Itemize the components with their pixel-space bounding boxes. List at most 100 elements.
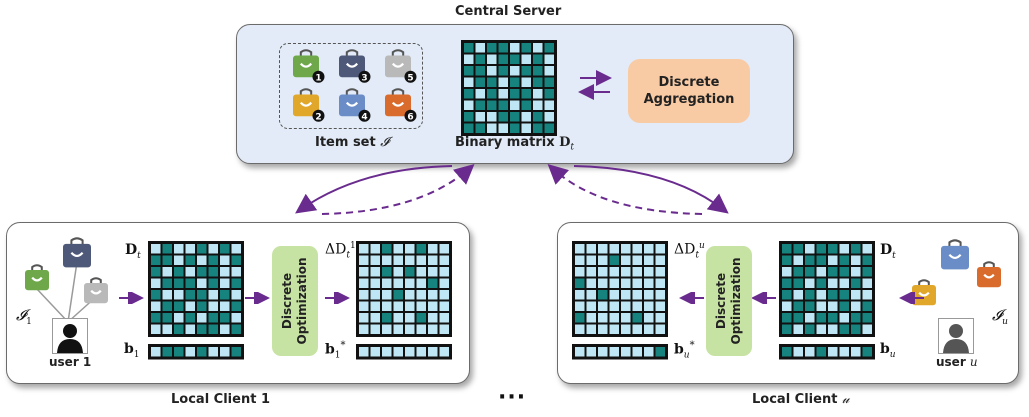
matrix-cell [416, 301, 426, 311]
matrix-cell [598, 301, 608, 311]
matrix-cell [644, 278, 654, 288]
matrix-cell [231, 267, 241, 277]
matrix-cell [475, 43, 485, 53]
matrix-cell [851, 324, 861, 334]
matrix-cell [498, 89, 508, 99]
matrix-cell [862, 244, 872, 254]
matrix-cell [621, 324, 631, 334]
matrix-cell [359, 267, 369, 277]
shopping-bag-icon: 3 [339, 49, 371, 83]
right-b-label: bu [880, 341, 896, 360]
matrix-cell [828, 267, 838, 277]
matrix-cell [162, 244, 172, 254]
left-opt-in-arrow [245, 292, 270, 304]
matrix-cell [839, 290, 849, 300]
matrix-cell [197, 290, 207, 300]
matrix-cell [598, 244, 608, 254]
shopping-bag-icon [63, 237, 91, 268]
matrix-cell [231, 255, 241, 265]
left-matrix-label: Dt [125, 242, 141, 261]
matrix-cell [533, 123, 543, 133]
matrix-cell [510, 43, 520, 53]
matrix-cell [805, 278, 815, 288]
matrix-cell [382, 255, 392, 265]
matrix-cell [655, 290, 665, 300]
matrix-cell [621, 290, 631, 300]
matrix-cell [782, 290, 792, 300]
matrix-cell [393, 290, 403, 300]
matrix-cell [782, 244, 792, 254]
item-number-badge [312, 70, 325, 83]
matrix-cell [416, 324, 426, 334]
matrix-cell [208, 244, 218, 254]
matrix-cell [405, 267, 415, 277]
matrix-cell [197, 301, 207, 311]
matrix-cell [416, 313, 426, 323]
matrix-cell [609, 255, 619, 265]
matrix-cell [816, 301, 826, 311]
matrix-cell [174, 301, 184, 311]
matrix-cell [862, 290, 872, 300]
matrix-cell [370, 278, 380, 288]
matrix-cell [793, 313, 803, 323]
matrix-cell [533, 100, 543, 110]
matrix-cell [544, 77, 554, 87]
matrix-cell [197, 324, 207, 334]
matrix-cell [220, 324, 230, 334]
matrix-cell [487, 112, 497, 122]
matrix-cell [782, 278, 792, 288]
matrix-cell [644, 324, 654, 334]
right-binary-vector [779, 344, 875, 360]
matrix-cell [586, 255, 596, 265]
ellipsis: ··· [498, 385, 527, 410]
item-set-box [279, 43, 423, 129]
matrix-cell [521, 112, 531, 122]
matrix-cell [586, 278, 596, 288]
right-binary-matrix [779, 241, 875, 337]
matrix-cell [793, 301, 803, 311]
matrix-cell [621, 313, 631, 323]
matrix-cell [151, 278, 161, 288]
matrix-cell [816, 278, 826, 288]
matrix-cell [828, 290, 838, 300]
shopping-bag-icon: 1 [293, 49, 325, 83]
matrix-cell [393, 255, 403, 265]
matrix-cell [510, 123, 520, 133]
matrix-cell [632, 301, 642, 311]
matrix-cell [498, 112, 508, 122]
right-matrix-label: Dt [880, 242, 896, 261]
matrix-cell [632, 347, 642, 357]
matrix-cell [439, 278, 449, 288]
matrix-cell [793, 324, 803, 334]
shopping-bag-icon: 2 [293, 88, 325, 122]
matrix-cell [220, 244, 230, 254]
left-delta-matrix [356, 241, 452, 337]
matrix-cell [393, 324, 403, 334]
left-opt-out-arrow [325, 292, 350, 304]
matrix-cell [359, 313, 369, 323]
matrix-cell [598, 313, 608, 323]
matrix-cell [370, 324, 380, 334]
matrix-cell [644, 255, 654, 265]
matrix-cell [416, 290, 426, 300]
matrix-cell [839, 278, 849, 288]
matrix-cell [816, 324, 826, 334]
matrix-cell [575, 255, 585, 265]
matrix-frame [779, 241, 875, 337]
matrix-cell [805, 244, 815, 254]
matrix-cell [839, 347, 849, 357]
matrix-cell [805, 255, 815, 265]
matrix-cell [405, 313, 415, 323]
matrix-cell [464, 54, 474, 64]
matrix-cell [782, 313, 792, 323]
matrix-cell [405, 347, 415, 357]
matrix-cell [598, 347, 608, 357]
matrix-cell [828, 244, 838, 254]
matrix-cell [544, 89, 554, 99]
matrix-cell [793, 244, 803, 254]
local-client-u-title: Local Client 𝓊 [752, 392, 850, 407]
matrix-cell [405, 244, 415, 254]
